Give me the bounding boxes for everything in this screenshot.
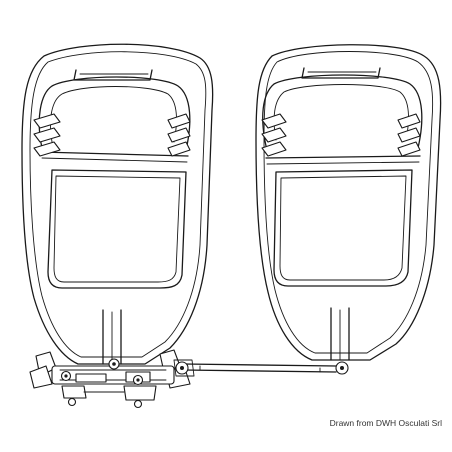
steering-cylinder: [29, 349, 195, 409]
outboard-engine-left: [21, 43, 214, 365]
credit-caption: Drawn from DWH Osculati Srl: [329, 418, 442, 428]
tie-bar-rod: [183, 363, 337, 373]
outboard-engine-right: [255, 44, 442, 375]
